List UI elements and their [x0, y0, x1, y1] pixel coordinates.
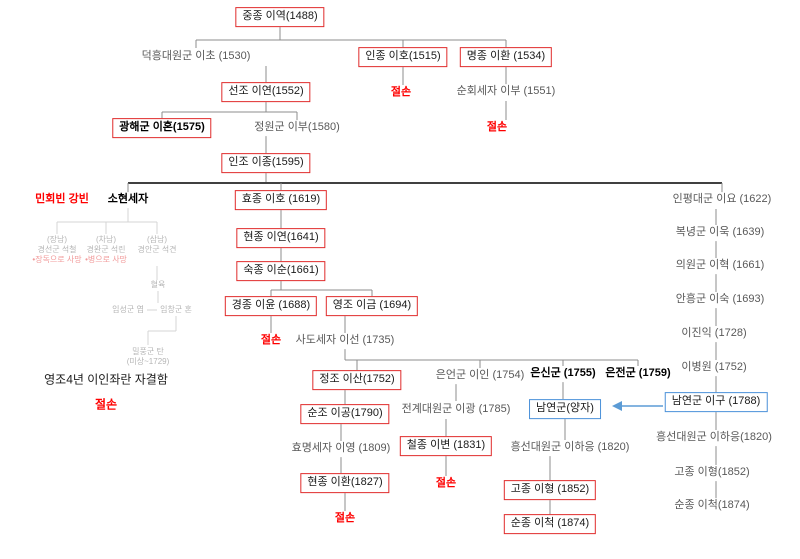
- node-milpunggun: 밀풍군 탄: [131, 347, 165, 357]
- node-label-samnam: (삼남): [145, 235, 169, 245]
- adoption-arrow-head: [612, 401, 622, 411]
- node-myeongjong: 명종 이환 (1534): [459, 47, 553, 67]
- node-gyeongseongun: 경선군 석철: [36, 245, 78, 255]
- node-heungseon-daewongun-mid: 흥선대원군 이하응 (1820): [508, 440, 632, 456]
- node-euneongun: 은언군 이인 (1754): [433, 368, 527, 384]
- node-jeolson-under-milpung: 절손: [92, 396, 120, 414]
- node-gyeongjong: 경종 이윤 (1688): [224, 296, 318, 316]
- node-sunhoe-seja: 순회세자 이부 (1551): [454, 84, 558, 100]
- node-label-jangnam: (장남): [45, 235, 69, 245]
- node-milpunggun-dates: (미상~1729): [125, 357, 171, 367]
- node-lee-byeong-won: 이병원 (1752): [679, 360, 749, 376]
- node-sunjong-box: 순종 이척 (1874): [503, 514, 597, 534]
- node-gyeongangun: 경안군 석견: [136, 245, 178, 255]
- node-jeolson-under-heonjong: 절손: [332, 511, 358, 527]
- node-hyojong: 효종 이호 (1619): [234, 190, 328, 210]
- node-jeongye-daewongun: 전계대원군 이광 (1785): [399, 402, 513, 418]
- node-jeolson-under-injong: 절손: [388, 85, 414, 101]
- node-eunjeongun: 은전군 (1759): [603, 366, 673, 382]
- node-heungseon-daewongun-right: 흥선대원군 이하응(1820): [654, 430, 774, 446]
- node-jeongjo: 정조 이산(1752): [312, 370, 402, 390]
- node-namyeongun-adopted: 남연군(양자): [529, 399, 601, 419]
- node-injong: 인종 이호(1515): [358, 47, 448, 67]
- node-hyomyeong-seja: 효명세자 이영 (1809): [289, 441, 393, 457]
- node-sunjo: 순조 이공(1790): [300, 404, 390, 424]
- node-injo: 인조 이종(1595): [221, 153, 311, 173]
- node-label-chanam: (차남): [94, 235, 118, 245]
- node-death-note-1: •장독으로 사망: [31, 255, 83, 265]
- node-namyeongun-lee-gu: 남연군 이구 (1788): [664, 392, 768, 412]
- node-hyeolyuk: 혈육: [149, 280, 167, 290]
- node-yeongjo: 영조 이금 (1694): [325, 296, 419, 316]
- node-gwanghaegun: 광해군 이혼(1575): [112, 118, 212, 138]
- node-uiwongun: 의원군 이혁 (1661): [673, 258, 767, 274]
- node-inpyeong-daegun: 인평대군 이요 (1622): [670, 192, 774, 208]
- node-jeolson-under-cheoljong: 절손: [433, 476, 459, 492]
- node-jeolson-under-gyeongjong: 절손: [258, 333, 284, 349]
- node-heonjong: 현종 이환(1827): [300, 473, 390, 493]
- node-sukjong: 숙종 이순(1661): [236, 261, 326, 281]
- node-sunjong-right: 순종 이척(1874): [672, 498, 752, 514]
- node-hyeonjong: 현종 이연(1641): [236, 228, 326, 248]
- node-anheunggun: 안흥군 이숙 (1693): [673, 292, 767, 308]
- node-minhoebin-gangbin: 민회빈 강빈: [33, 192, 91, 208]
- node-death-note-2: •병으로 사망: [84, 255, 128, 265]
- node-gojong-right: 고종 이형(1852): [672, 465, 752, 481]
- node-eunsingun: 은신군 (1755): [528, 366, 598, 382]
- node-gojong-box: 고종 이형 (1852): [503, 480, 597, 500]
- node-sohyeon-seja: 소현세자: [105, 192, 151, 208]
- node-sado-seja: 사도세자 이선 (1735): [293, 333, 397, 349]
- node-jungjong: 중종 이역(1488): [235, 7, 325, 27]
- node-note-yeongjo4: 영조4년 이인좌란 자결함: [42, 371, 170, 389]
- node-lee-jin-ik: 이진익 (1728): [679, 326, 749, 342]
- node-jeolson-under-sunhoe: 절손: [484, 120, 510, 136]
- node-jeongwongun: 정원군 이부(1580): [252, 120, 342, 136]
- node-gyeongwangun: 경완군 석린: [85, 245, 127, 255]
- node-imseonggun: 임성군 엽: [111, 305, 145, 315]
- node-cheoljong: 철종 이변 (1831): [399, 436, 493, 456]
- node-deokheung-daewongun: 덕흥대원군 이초 (1530): [139, 49, 253, 65]
- node-seonjo: 선조 이연(1552): [221, 82, 311, 102]
- node-boknyeonggun: 복녕군 이욱 (1639): [673, 225, 767, 241]
- node-imchanggun: 임창군 혼: [159, 305, 193, 315]
